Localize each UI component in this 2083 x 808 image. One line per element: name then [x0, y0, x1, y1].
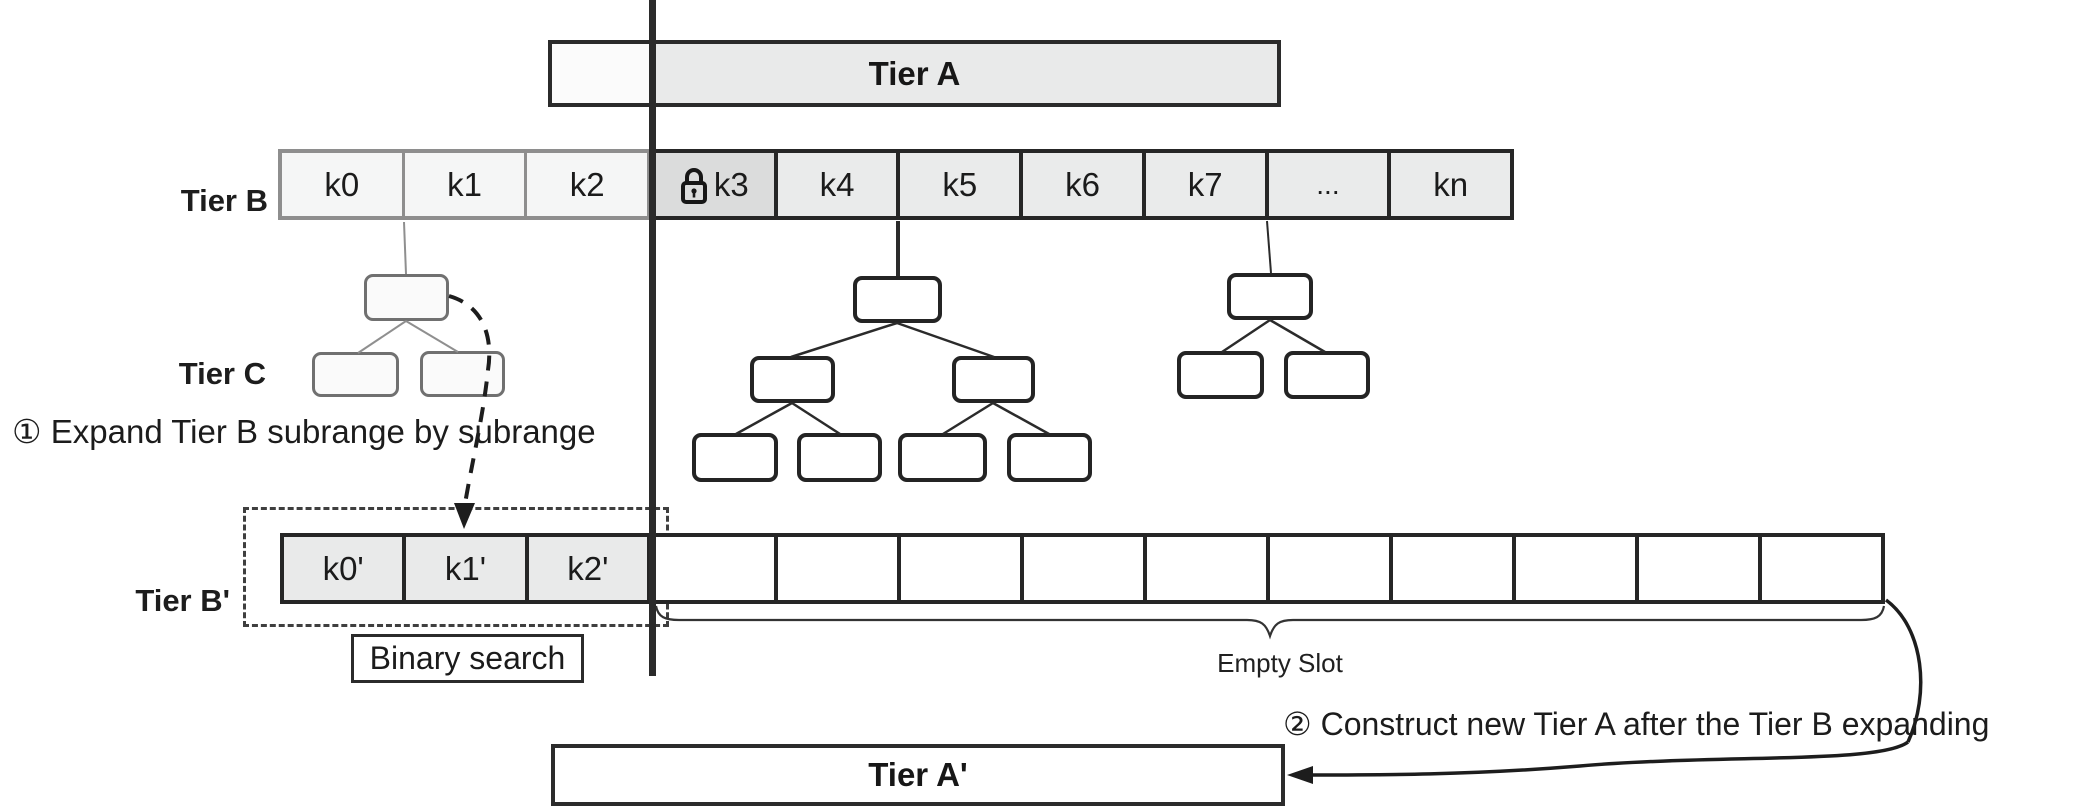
tier-c-left-tree-child-1	[312, 352, 399, 397]
tier-b-prime-cell-k1: k1'	[402, 537, 525, 600]
lock-icon	[680, 167, 707, 204]
empty-slot-cell	[655, 537, 774, 600]
tier-b-cell-kn: kn	[1387, 153, 1511, 216]
tier-c-left-tree-root	[364, 274, 449, 321]
tier-a-prime-label: Tier A'	[868, 756, 968, 793]
step2-annotation: ② Construct new Tier A after the Tier B …	[1283, 706, 1990, 742]
tier-b-cell-ellipsis: ...	[1264, 153, 1388, 216]
tier-b-prime-label: Tier B'	[135, 583, 230, 618]
tier-b-prime-filled-segment: k0' k1' k2'	[280, 533, 651, 604]
empty-slot-cell	[1020, 537, 1143, 600]
binary-search-label-box: Binary search	[351, 634, 584, 683]
empty-slot-cell	[774, 537, 897, 600]
tier-b-prime-cell-k0: k0'	[284, 537, 403, 600]
tier-a-bar: Tier A	[548, 40, 1281, 107]
empty-slot-cell	[897, 537, 1020, 600]
tier-b-cell-k2: k2	[524, 153, 648, 216]
tier-b-cell-k3-label: k3	[713, 165, 749, 203]
tier-b-cell-k3-locked: k3	[655, 153, 774, 216]
tier-b-cell-k6: k6	[1019, 153, 1142, 216]
tier-b-prime-cell-k2: k2'	[524, 537, 647, 600]
tier-c-mid-tree-root	[853, 276, 942, 323]
empty-slot-cell	[1635, 537, 1758, 600]
tier-c-mid-tree-leaf-1	[692, 433, 778, 482]
empty-slot-cell	[1512, 537, 1635, 600]
tier-c-label: Tier C	[178, 356, 266, 391]
empty-slot-brace	[654, 605, 1886, 640]
tier-a-left-segment	[552, 44, 652, 103]
tier-b-cell-k7: k7	[1141, 153, 1265, 216]
empty-slot-cell	[1758, 537, 1881, 600]
empty-slot-label: Empty Slot	[1217, 648, 1343, 678]
empty-slot-cell	[1389, 537, 1512, 600]
tier-c-right-tree-child-1	[1177, 351, 1264, 399]
empty-slot-cell	[1143, 537, 1266, 600]
construct-arrow	[1287, 598, 1923, 784]
tier-c-mid-tree-leaf-4	[1007, 433, 1092, 482]
tier-b-prime-empty-segment	[651, 533, 1885, 604]
tier-c-mid-tree-child-2	[952, 356, 1035, 403]
tier-b-row-main-segment: k3 k4 k5 k6 k7 ... kn	[651, 149, 1514, 220]
tier-a-label: Tier A	[868, 54, 961, 92]
tier-c-mid-tree-leaf-3	[898, 433, 987, 482]
tier-a-prime-bar: Tier A'	[551, 744, 1285, 806]
tier-c-left-tree-child-2	[420, 351, 505, 397]
step1-annotation: ① Expand Tier B subrange by subrange	[12, 413, 596, 450]
empty-slot-cell	[1266, 537, 1389, 600]
tier-c-mid-tree-leaf-2	[797, 433, 882, 482]
tier-b-row-old-segment: k0 k1 k2	[278, 149, 651, 220]
tier-c-mid-tree-child-1	[750, 356, 835, 403]
tier-c-right-tree-child-2	[1284, 351, 1370, 399]
tier-b-cell-k4: k4	[773, 153, 897, 216]
tier-boundary-vertical-line	[649, 0, 656, 676]
tier-b-cell-k0: k0	[282, 153, 402, 216]
tier-b-cell-k1: k1	[401, 153, 525, 216]
tier-b-label: Tier B	[180, 183, 268, 218]
tier-c-right-tree-root	[1227, 273, 1313, 320]
tier-b-cell-k5: k5	[896, 153, 1020, 216]
